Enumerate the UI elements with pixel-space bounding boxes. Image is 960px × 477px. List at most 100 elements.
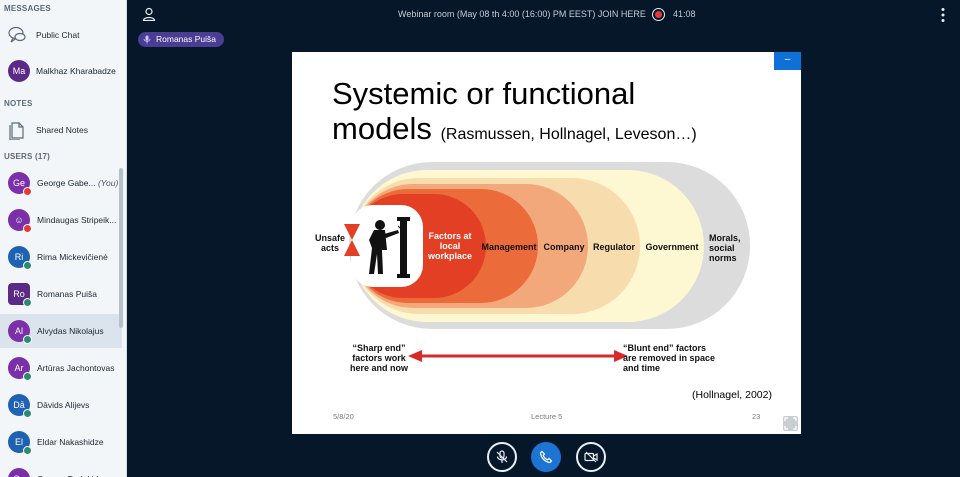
sidebar: MESSAGES Public Chat Ma Malkhaz Kharabad…: [0, 0, 127, 477]
messages-section-title: MESSAGES: [4, 4, 51, 13]
user-list-toggle-icon[interactable]: [142, 7, 156, 21]
user-name-text: Artūras Jachontovas: [37, 363, 115, 373]
user-status-badge: [23, 335, 32, 344]
user-name: Alvydas Nikolajus: [37, 326, 104, 336]
worker-image-frame: [351, 205, 423, 287]
citation: (Hollnagel, 2002): [692, 389, 772, 401]
recording-icon[interactable]: [652, 8, 665, 21]
user-name: Romanas Puiša: [37, 289, 97, 299]
government-label: Government: [645, 242, 698, 252]
avatar: Ma: [8, 60, 30, 82]
sharp-end-line2: factors work: [352, 353, 406, 363]
slide-page-number: 23: [752, 412, 761, 421]
user-status-badge: [23, 446, 32, 455]
unsafe-acts-marker: [344, 224, 360, 240]
user-name-text: Alvydas Nikolajus: [37, 326, 104, 336]
user-status-badge: [23, 224, 32, 233]
slide-title-models: models: [332, 111, 432, 146]
morals-label-3: norms: [709, 253, 737, 263]
user-status-badge: [23, 298, 32, 307]
user-name: George Gabe... (You): [37, 178, 118, 188]
sharp-end-line3: here and now: [350, 363, 409, 373]
notes-icon: [9, 122, 24, 140]
microphone-muted-icon: [496, 450, 508, 463]
factors-label-2: local: [440, 241, 461, 251]
company-label: Company: [543, 242, 584, 252]
user-name: George Tsulukidze: [37, 474, 107, 477]
user-name: Artūras Jachontovas: [37, 363, 114, 373]
sharp-blunt-arrow: [408, 350, 628, 362]
blunt-end-line1: “Blunt end” factors: [623, 343, 707, 353]
worker-icon: [369, 217, 410, 278]
phone-icon: [539, 450, 553, 464]
recording-time: 41:08: [673, 9, 696, 19]
microphone-icon: [143, 35, 151, 44]
notes-section-title: NOTES: [4, 99, 33, 108]
sharp-end-line1: “Sharp end”: [352, 343, 406, 353]
talker-name: Romanas Puiša: [156, 34, 217, 44]
slide-title-line1: Systemic or functional: [332, 76, 636, 111]
user-name-text: George Gabe...: [37, 178, 96, 188]
shared-notes-item[interactable]: Shared Notes: [0, 113, 122, 147]
webcam-off-icon: [584, 451, 598, 463]
slide-footer-date: 5/8/20: [333, 412, 354, 421]
user-list-item[interactable]: ☺Mindaugas Stripeik...: [0, 203, 122, 237]
chat-icon: [8, 26, 26, 43]
share-webcam-button[interactable]: [576, 442, 606, 472]
mute-button[interactable]: [487, 442, 517, 472]
users-section-title: USERS (17): [4, 152, 51, 161]
top-bar: Webinar room (May 08 th 4:00 (16:00) PM …: [128, 0, 960, 30]
user-name-text: Romanas Puiša: [37, 289, 98, 299]
user-name-text: Eldar Nakashidze: [37, 437, 104, 447]
sharp-end-note: “Sharp end” factors work here and now: [350, 343, 408, 373]
user-name: Eldar Nakashidze: [37, 437, 104, 447]
user-status-badge: [23, 372, 32, 381]
factors-label-3: workplace: [427, 251, 472, 261]
leave-audio-button[interactable]: [531, 442, 561, 472]
more-options-icon[interactable]: [940, 7, 946, 23]
unsafe-label-2: acts: [321, 243, 339, 253]
sidebar-scrollbar[interactable]: [119, 168, 123, 328]
user-name-text: George Tsulukidze: [37, 474, 107, 477]
blunt-end-line3: and time: [623, 363, 661, 373]
shared-notes-label: Shared Notes: [36, 125, 88, 135]
private-chat-item[interactable]: Ma Malkhaz Kharabadze: [0, 54, 122, 88]
public-chat-item[interactable]: Public Chat: [0, 18, 122, 52]
fullscreen-icon[interactable]: [783, 416, 798, 431]
blunt-end-line2: are removed in space: [623, 353, 716, 363]
minimize-presentation-button[interactable]: –: [774, 52, 801, 70]
slide-footer-lecture: Lecture 5: [531, 412, 563, 421]
factors-label-1: Factors at: [428, 231, 471, 241]
you-label: (You): [97, 178, 119, 188]
private-chat-name: Malkhaz Kharabadze: [36, 66, 116, 76]
public-chat-label: Public Chat: [36, 30, 80, 40]
slide-title-line2: models (Rasmussen, Hollnagel, Leveson…): [332, 111, 697, 152]
user-name: Dāvids Alijevs: [37, 400, 89, 410]
blunt-end-note: “Blunt end” factors are removed in space…: [623, 343, 715, 373]
avatar: Ge: [8, 468, 30, 477]
user-name: Mindaugas Stripeik...: [37, 215, 116, 225]
talking-indicator[interactable]: Romanas Puiša: [138, 32, 225, 47]
morals-label-2: social: [709, 243, 735, 253]
user-name-text: Dāvids Alijevs: [37, 400, 90, 410]
slide-title-sub: (Rasmussen, Hollnagel, Leveson…): [440, 126, 697, 143]
slide-title: Systemic or functional models (Rasmussen…: [332, 76, 697, 152]
user-name-text: Mindaugas Stripeik...: [37, 215, 117, 225]
user-name: Rima Mickevičienė: [37, 252, 108, 262]
regulator-label: Regulator: [593, 242, 636, 252]
management-label: Management: [481, 242, 536, 252]
user-status-badge: [23, 187, 32, 196]
user-status-badge: [23, 409, 32, 418]
